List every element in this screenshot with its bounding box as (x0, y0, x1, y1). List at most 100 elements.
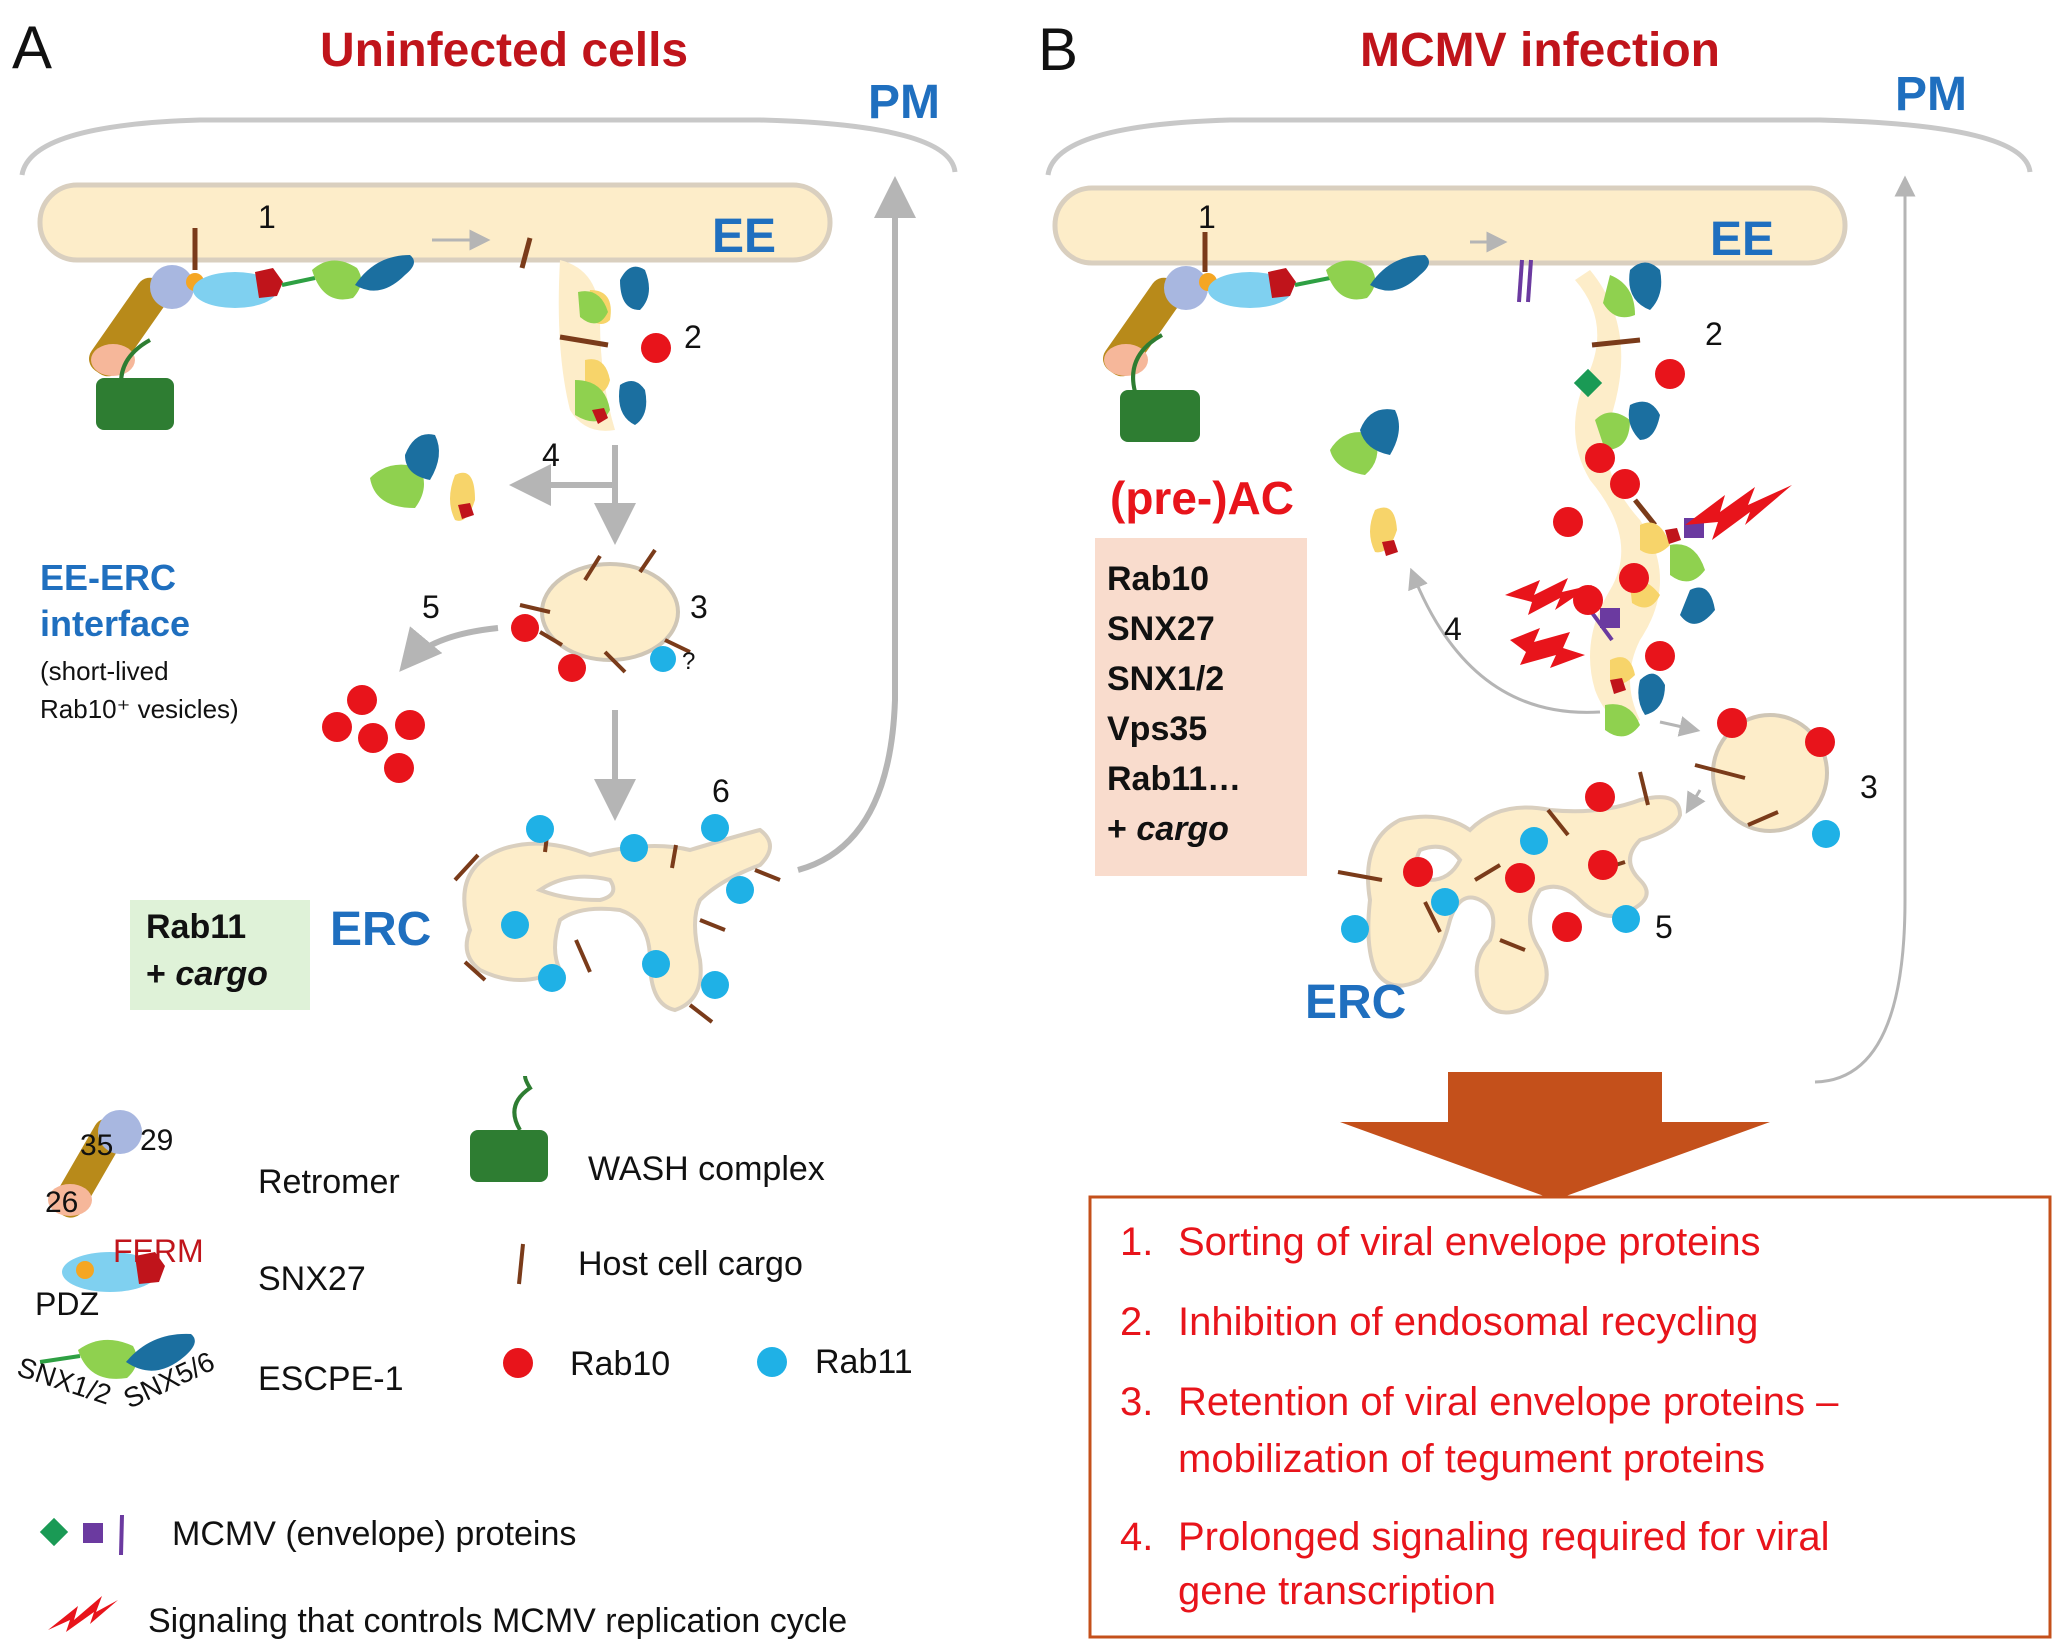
pre-ac-title: (pre-)AC (1110, 472, 1294, 524)
snx27-label: SNX27 (258, 1260, 366, 1298)
pre-ac-item-1: Rab10 (1107, 560, 1209, 598)
pre-ac-item-5: Rab11… (1107, 760, 1241, 798)
retromer-icon (48, 1110, 142, 1218)
retromer-label: Retromer (258, 1163, 400, 1201)
rab11-box-line2: + cargo (146, 955, 268, 993)
ee-label-a: EE (712, 210, 776, 263)
panel-b: B MCMV infection PM EE 1 (1038, 16, 2052, 1639)
retrieval-complex-b (1330, 409, 1399, 556)
pre-ac-box (1095, 538, 1307, 876)
arrow-step-4-b (1408, 567, 1601, 714)
interface-note-2: Rab10⁺ vesicles) (40, 694, 239, 724)
signaling-bolt-b2 (1505, 578, 1592, 615)
step-1-b: 1 (1198, 199, 1216, 235)
rab10-tubule-b (1553, 359, 1685, 671)
signaling-bolt-b1 (1685, 485, 1792, 540)
retromer-complex-b (1103, 232, 1429, 442)
retromer-29-label: 29 (140, 1124, 173, 1157)
recycling-arrow-b (1814, 175, 1916, 1084)
rab10-a-1 (641, 333, 671, 363)
rab10-label: Rab10 (570, 1345, 670, 1383)
legend: 35 29 26 Retromer FERM PDZ SNX27 SNX1/2 … (14, 1075, 913, 1640)
outcome-item-2: 2. Inhibition of endosomal recycling (1120, 1300, 1758, 1344)
step-6-a: 6 (712, 773, 730, 809)
panel-a-letter: A (12, 14, 52, 81)
signaling-bolt-b3 (1510, 628, 1585, 668)
viral-protein-bar-b1 (1517, 259, 1524, 303)
rab11-label: Rab11 (815, 1343, 913, 1381)
retromer-26-label: 26 (45, 1186, 78, 1219)
step-4-a: 4 (542, 437, 560, 473)
panel-a-title: Uninfected cells (320, 24, 688, 77)
arrow-to-vesicle-b (1659, 716, 1701, 737)
rab11-box-line1: Rab11 (146, 908, 246, 946)
mcmv-proteins-label: MCMV (envelope) proteins (172, 1515, 576, 1553)
step-5-b: 5 (1655, 909, 1673, 945)
arrow-step-5-a (399, 625, 499, 672)
interface-title-2: interface (40, 603, 190, 644)
step-3-b: 3 (1860, 769, 1878, 805)
outcome-item-3: 3. Retention of viral envelope proteins … (1120, 1380, 1839, 1481)
erc-label-b: ERC (1305, 976, 1406, 1029)
panel-a: A Uninfected cells PM EE 1 (12, 14, 958, 1024)
escpe1-icon (39, 1333, 195, 1379)
mcmv-protein-icon (39, 1514, 124, 1556)
signaling-bolt-icon (48, 1596, 118, 1632)
wash-complex-b (1120, 390, 1200, 442)
outcome-text-3b: mobilization of tegument proteins (1178, 1437, 1765, 1481)
wash-complex-a (96, 378, 174, 430)
outcome-text-2: Inhibition of endosomal recycling (1178, 1300, 1758, 1344)
erc-a: 6 (453, 773, 781, 1024)
recycling-arrow-a (797, 176, 916, 873)
rab10-cluster-a (322, 685, 425, 783)
step-1-a: 1 (258, 199, 276, 235)
ee-erc-interface-title: EE-ERC (40, 557, 176, 598)
panel-b-letter: B (1038, 16, 1078, 83)
ferm-label: FERM (113, 1233, 204, 1269)
outcome-item-4: 4. Prolonged signaling required for vira… (1120, 1515, 1829, 1613)
question-mark-a: ? (682, 648, 695, 675)
pdz-label: PDZ (35, 1286, 99, 1322)
cargo-icon (517, 1243, 525, 1285)
step-2-a: 2 (684, 319, 702, 355)
panel-b-pm-label: PM (1895, 68, 1967, 121)
outcome-text-4a: Prolonged signaling required for viral (1178, 1515, 1829, 1559)
step-5-a: 5 (422, 589, 440, 625)
pre-ac-cargo: + cargo (1107, 810, 1229, 848)
escpe1-label: ESCPE-1 (258, 1360, 404, 1398)
step-2-b: 2 (1705, 316, 1723, 352)
outcome-text-3a: Retention of viral envelope proteins – (1178, 1380, 1839, 1424)
transport-vesicle-b: 3 (1694, 708, 1878, 848)
viral-protein-bar-b2 (1526, 259, 1533, 303)
outcome-num-4: 4. (1120, 1515, 1153, 1559)
snx27-icon (62, 1252, 165, 1292)
outcome-text-4b: gene transcription (1178, 1569, 1496, 1613)
cargo-label: Host cell cargo (578, 1245, 803, 1283)
outcomes-box (1088, 1195, 2052, 1639)
extended-tubule-b (1573, 262, 1715, 737)
step-4-b: 4 (1444, 611, 1462, 647)
pre-ac-item-2: SNX27 (1107, 610, 1215, 648)
early-endosome-a (37, 182, 833, 263)
erc-b: 5 (1337, 771, 1683, 1015)
arrow-vesicle-to-erc-b (1685, 789, 1706, 814)
rab11-box (130, 900, 310, 1010)
ee-label-b: EE (1710, 213, 1774, 266)
wash-complex-label: WASH complex (588, 1150, 825, 1188)
outcome-text-1: Sorting of viral envelope proteins (1178, 1220, 1761, 1264)
pre-ac-item-3: SNX1/2 (1107, 660, 1224, 698)
outcome-item-1: 1. Sorting of viral envelope proteins (1120, 1220, 1761, 1264)
outcome-num-3: 3. (1120, 1380, 1153, 1424)
panel-b-title: MCMV infection (1360, 24, 1720, 77)
wash-complex-icon (470, 1075, 548, 1182)
erc-label-a: ERC (330, 903, 431, 956)
outcome-num-2: 2. (1120, 1300, 1153, 1344)
panel-a-pm-label: PM (868, 76, 940, 129)
pre-ac-item-4: Vps35 (1107, 710, 1207, 748)
transport-vesicle-a: ? 3 (511, 548, 708, 682)
retromer-35-label: 35 (80, 1129, 113, 1162)
rab10-icon (503, 1348, 533, 1378)
outcome-arrow (1340, 1072, 1770, 1200)
plasma-membrane-a (19, 117, 958, 176)
